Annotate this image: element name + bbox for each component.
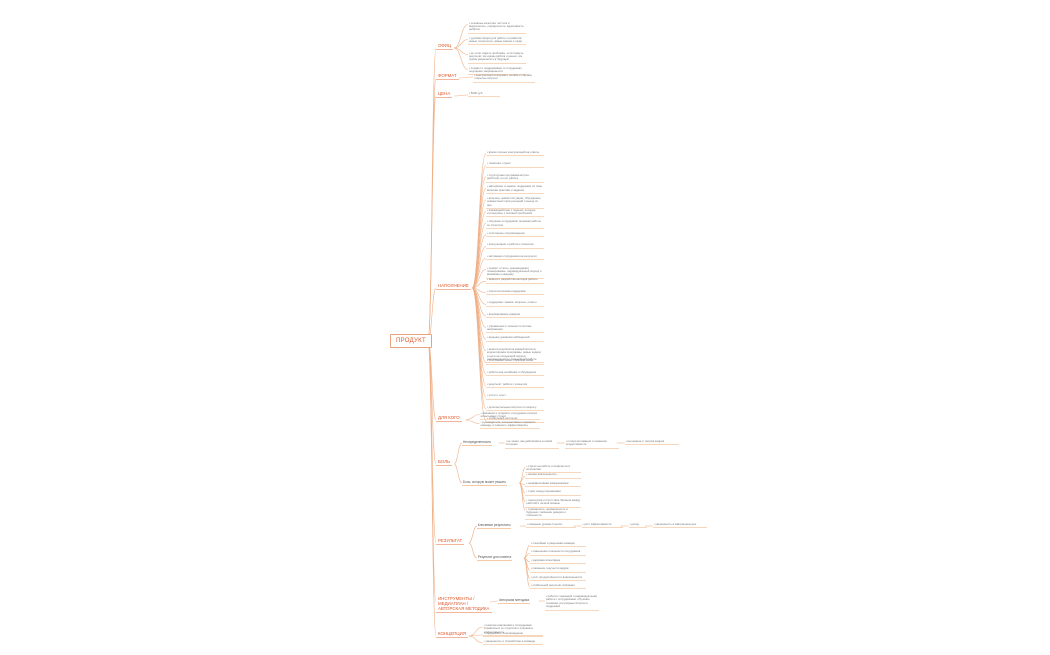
leaf-forwhom-0[interactable]: • компании и холдинги, сотрудники которы… <box>479 411 540 421</box>
branch-price[interactable]: ЦЕНА <box>436 91 453 98</box>
connector <box>523 557 531 588</box>
connector <box>453 442 463 465</box>
connector <box>471 269 487 289</box>
leaf-price-0[interactable]: • 5000 руб. <box>468 91 500 98</box>
connector <box>465 419 480 424</box>
connector <box>453 94 469 97</box>
sub-pain-1[interactable]: Боль, которую может решить <box>462 480 508 486</box>
leaf-content-17[interactable]: • анализ результатов каждой встречи, кор… <box>486 347 544 364</box>
leaf-content-11[interactable]: • анализ и разработка методов работы <box>486 277 544 284</box>
sub-tools-0[interactable]: Авторская методика <box>498 598 531 604</box>
leaf-content-8[interactable]: • консультации и работа с клиентом <box>486 243 544 249</box>
leaf-content-7[interactable]: • постоянное сопровождение <box>486 231 544 238</box>
leaf-content-22[interactable]: • дополнительные встречи по запросу <box>486 405 544 412</box>
leaf-result-1-5[interactable]: • стабильный результат компании <box>529 583 586 590</box>
connector <box>489 600 499 603</box>
connector <box>468 525 477 544</box>
connector <box>471 280 487 289</box>
leaf-pain-1-1[interactable]: • низкая вовлеченность <box>525 472 582 479</box>
leaf-content-6[interactable]: • обучение сотрудников техникам работы с… <box>486 220 544 229</box>
connector <box>465 414 480 421</box>
leaf-content-5[interactable]: • взаимодействие с людьми, которые столк… <box>486 208 544 218</box>
sub-result-1[interactable]: Результат для клиента <box>476 555 513 561</box>
leaf-office-1[interactable]: • удобная сфера для работы и развития, н… <box>468 36 526 46</box>
leaf-content-14[interactable]: • формирование доверия <box>486 312 544 319</box>
connector <box>519 482 526 511</box>
branch-forwhom[interactable]: ДЛЯ КОГО <box>436 415 462 422</box>
leaf-pain-1-3[interactable]: • страх перед переменами <box>525 489 582 496</box>
root-node[interactable]: ПРОДУКТ <box>390 334 432 348</box>
connector <box>453 47 469 70</box>
leaf-forwhom-1[interactable]: • руководители, которым важно сохранить … <box>479 420 540 430</box>
leaf-content-10[interactable]: • сервис: отчеты, рекомендации, планиров… <box>486 266 544 279</box>
leaf-result-1-2[interactable]: • здоровая атмосфера <box>529 558 586 565</box>
branch-concept[interactable]: КОНЦЕПЦИЯ <box>436 631 469 638</box>
leaf-concept-0[interactable]: • помогаю компаниям и сотрудникам справл… <box>482 623 543 637</box>
leaf-office-3[interactable]: • создает и поддерживает в сотрудниках о… <box>468 66 526 76</box>
branch-tools[interactable]: ИНСТРУМЕНТЫ / МЕДИАПЛАН / АВТОРСКАЯ МЕТО… <box>436 596 492 613</box>
leaf-content-16[interactable]: • ведение дневника наблюдений <box>486 335 544 342</box>
connector <box>453 463 463 484</box>
leaf-content-9[interactable]: • мотивация сотрудников на результат <box>486 254 544 261</box>
leaf-result-1-0[interactable]: • спокойная и уверенная команда <box>529 541 586 548</box>
branch-office[interactable]: ОФИЦ <box>436 43 454 50</box>
leaf-content-15[interactable]: • упражнения и техники по снятию напряже… <box>486 324 544 334</box>
chain-tools-0-0[interactable]: • работа с командой и индивидуальная раб… <box>544 594 599 611</box>
sub-result-0[interactable]: Ключевые результаты <box>476 523 512 529</box>
connector <box>468 626 483 637</box>
chain-pain-0-2[interactable]: • выгорание и текучка кадров <box>624 439 679 446</box>
leaf-content-0[interactable]: • время личных консультаций на ответы <box>486 150 544 156</box>
branch-result[interactable]: РЕЗУЛЬТАТ <box>436 538 465 545</box>
connector <box>468 635 483 644</box>
connector <box>427 95 437 342</box>
connector <box>471 287 487 421</box>
connector <box>427 340 437 637</box>
leaf-concept-1[interactable]: • поддержка и сопровождение <box>482 631 543 638</box>
connector <box>459 76 474 79</box>
leaf-pain-1-4[interactable]: • перегрузка и отсутствие баланса между … <box>525 498 582 508</box>
leaf-office-2[interactable]: • не хотят видеть проблемы, хотят видеть… <box>468 51 526 64</box>
chain-result-0-3[interactable]: • уверенность в завтрашнем дне <box>652 522 707 529</box>
branch-format[interactable]: ФОРМАТ <box>436 73 459 80</box>
connector <box>468 542 477 559</box>
connector <box>453 39 469 49</box>
leaf-format-0[interactable]: • консультации в формате онлайн и офлайн… <box>473 73 536 83</box>
leaf-result-1-1[interactable]: • повышение лояльности сотрудников <box>529 550 586 556</box>
connector <box>471 246 487 289</box>
chain-pain-0-1[interactable]: • потеря мотивации и снижение продуктивн… <box>564 439 619 449</box>
leaf-result-1-4[interactable]: • рост продуктивности и вовлеченности <box>529 575 586 581</box>
connector <box>427 340 437 544</box>
branch-content[interactable]: НАПОЛНЕНИЕ <box>436 283 471 290</box>
leaf-concept-2[interactable]: • уверенность и спокойствие в команде <box>482 639 543 646</box>
leaf-content-18[interactable]: • постоянная связь, обратная связь <box>486 359 544 365</box>
leaf-content-20[interactable]: • результат: работа с клиентом <box>486 382 544 388</box>
leaf-office-0[interactable]: • основные качества: чистота и аккуратно… <box>468 21 526 34</box>
leaf-content-19[interactable]: • работа над ошибками и обсуждение <box>486 370 544 377</box>
branch-pain[interactable]: БОЛЬ <box>436 459 452 466</box>
leaf-content-4[interactable]: • вопросы, анализ ситуации, обсуждение, … <box>486 196 544 210</box>
connector <box>471 257 487 289</box>
chain-pain-0-0[interactable]: • не знают, как действовать в новой ситу… <box>504 439 559 449</box>
leaf-content-13[interactable]: • поддержка: знания, вопросы, ответы <box>486 301 544 307</box>
leaf-content-1[interactable]: • тематика: стресс <box>486 161 544 168</box>
leaf-content-3[interactable]: • материалы и знания, поддержка по теме,… <box>486 185 544 195</box>
chain-result-0-0[interactable]: • снижение уровня стресса <box>525 522 576 529</box>
leaf-content-23[interactable]: • стабильный результат <box>486 417 544 423</box>
leaf-result-1-3[interactable]: • снижение текучести кадров <box>529 566 586 573</box>
leaf-pain-1-2[interactable]: • неэффективная коммуникация <box>525 481 582 488</box>
sub-pain-0[interactable]: Неопределенность <box>462 440 493 446</box>
leaf-content-2[interactable]: • структурная программа встреч, действия… <box>486 173 544 183</box>
leaf-pain-1-0[interactable]: • стресс на работе и конфликты в коллект… <box>525 464 582 474</box>
chain-result-0-1[interactable]: • рост эффективности <box>581 522 623 529</box>
connector <box>471 199 487 289</box>
connector <box>453 24 469 49</box>
leaf-pain-1-5[interactable]: • тревожность, неуверенность в будущем, … <box>525 507 582 520</box>
leaf-content-21[interactable]: • итоги и отчет <box>486 393 544 400</box>
chain-result-0-2[interactable]: • доход <box>628 522 647 529</box>
leaf-content-12[interactable]: • психологическая поддержка <box>486 289 544 296</box>
